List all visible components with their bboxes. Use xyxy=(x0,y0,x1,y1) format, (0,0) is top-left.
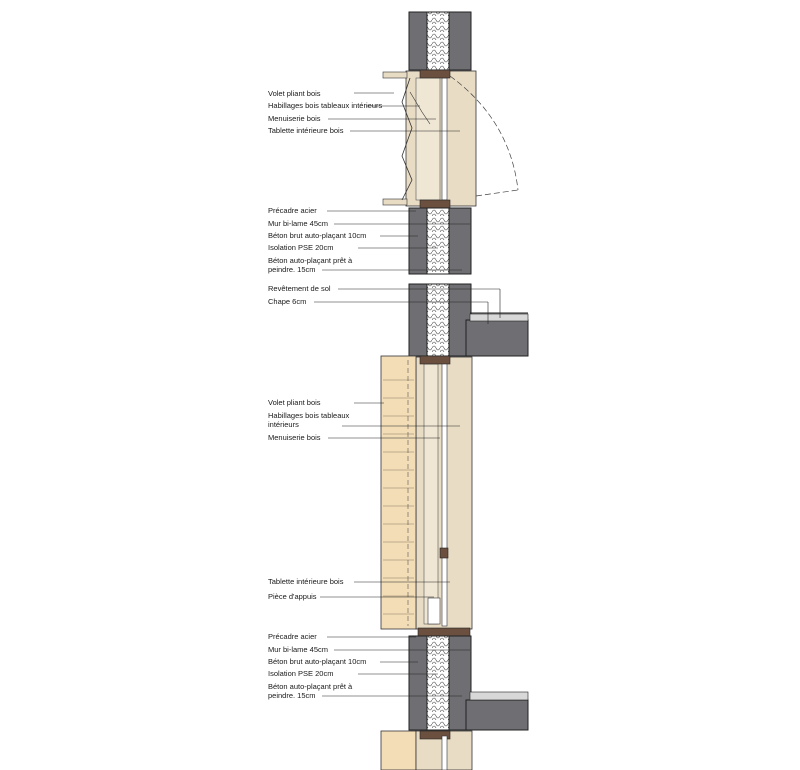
floor-slab xyxy=(408,283,529,357)
annotation-isolation-bottom: Isolation PSE 20cm xyxy=(268,669,334,678)
leader-lines xyxy=(314,92,501,697)
annotation-menuiserie-top: Menuiserie bois xyxy=(268,114,321,123)
annotation-precadre-top: Précadre acier xyxy=(268,206,317,215)
annotation-tablette-top: Tablette intérieure bois xyxy=(268,126,344,135)
lower-wall xyxy=(408,627,529,731)
annotation-mur-bilame-top: Mur bi-lame 45cm xyxy=(268,219,329,228)
annotation-tablette-bottom: Tablette intérieure bois xyxy=(268,577,344,586)
annotation-beton-peindre-bottom: Béton auto-plaçant prêt à peindre. 15cm xyxy=(268,682,353,700)
annotation-revetement-sol: Revêtement de sol xyxy=(268,284,331,293)
upper-window-assembly xyxy=(382,69,519,209)
annotation-isolation-top: Isolation PSE 20cm xyxy=(268,243,334,252)
annotation-chape: Chape 6cm xyxy=(268,297,307,306)
annotation-habillages-top: Habillages bois tableaux intérieurs xyxy=(268,101,383,110)
annotation-precadre-bottom: Précadre acier xyxy=(268,632,317,641)
annotation-beton-peindre-top: Béton auto-plaçant prêt à peindre. 15cm xyxy=(268,256,353,274)
middle-wall-upper xyxy=(408,207,472,275)
annotation-beton-brut-top: Béton brut auto-plaçant 10cm xyxy=(268,231,367,240)
upper-wall-top xyxy=(408,11,472,71)
folding-shutter-panel xyxy=(380,355,417,630)
annotation-habillages-bottom: Habillages bois tableaux intérieurs xyxy=(268,411,350,429)
annotation-mur-bilame-bottom: Mur bi-lame 45cm xyxy=(268,645,329,654)
annotation-piece-appuis: Pièce d'appuis xyxy=(268,592,317,601)
annotation-volet-pliant-bottom: Volet pliant bois xyxy=(268,398,321,407)
annotation-volet-pliant-top: Volet pliant bois xyxy=(268,89,321,98)
annotation-menuiserie-bottom: Menuiserie bois xyxy=(268,433,321,442)
annotation-beton-brut-bottom: Béton brut auto-plaçant 10cm xyxy=(268,657,367,666)
lower-window-assembly xyxy=(415,355,473,630)
bottom-window-start xyxy=(380,730,473,770)
